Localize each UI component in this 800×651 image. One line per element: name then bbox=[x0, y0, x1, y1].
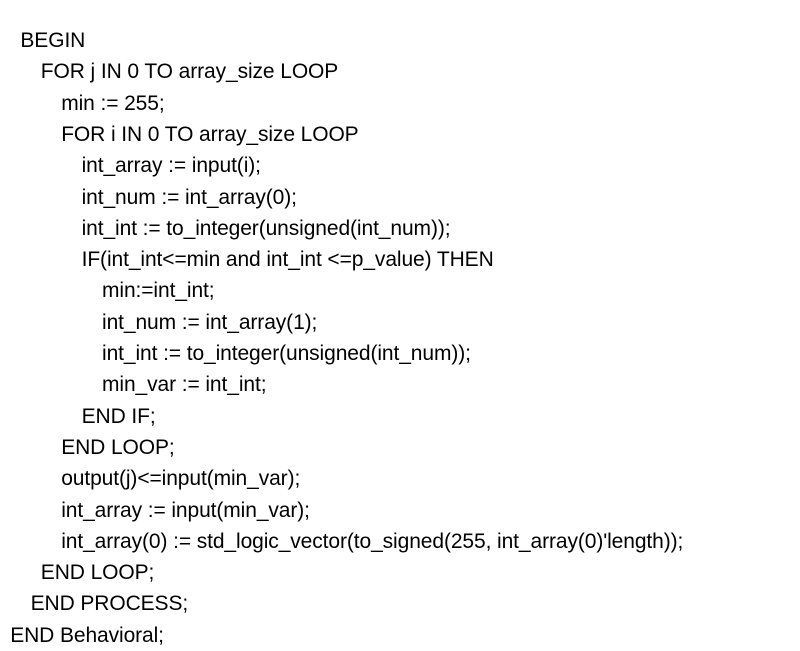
code-line: min:=int_int; bbox=[102, 279, 215, 303]
code-line: IF(int_int<=min and int_int <=p_value) T… bbox=[81, 248, 494, 272]
code-line: output(j)<=input(min_var); bbox=[61, 467, 301, 491]
code-line: min_var := int_int; bbox=[102, 373, 267, 397]
code-line: int_array(0) := std_logic_vector(to_sign… bbox=[61, 529, 684, 553]
code-line: END PROCESS; bbox=[30, 592, 189, 616]
code-line: END IF; bbox=[81, 404, 156, 428]
code-line: min := 255; bbox=[61, 91, 165, 115]
code-line: FOR j IN 0 TO array_size LOOP bbox=[40, 60, 339, 84]
code-line: END LOOP; bbox=[61, 435, 175, 459]
code-line: END LOOP; bbox=[40, 561, 155, 585]
code-line: int_int := to_integer(unsigned(int_num))… bbox=[102, 342, 471, 365]
code-line: int_num := int_array(1); bbox=[102, 310, 318, 334]
code-line: BEGIN bbox=[20, 29, 86, 52]
code-line: int_int := to_integer(unsigned(int_num))… bbox=[81, 216, 451, 240]
code-line: FOR i IN 0 TO array_size LOOP bbox=[61, 122, 359, 146]
code-line: END Behavioral; bbox=[10, 623, 164, 647]
code-line: int_array := input(min_var); bbox=[61, 498, 310, 522]
code-line: int_array := input(i); bbox=[81, 154, 261, 178]
code-line: int_num := int_array(0); bbox=[81, 185, 297, 209]
